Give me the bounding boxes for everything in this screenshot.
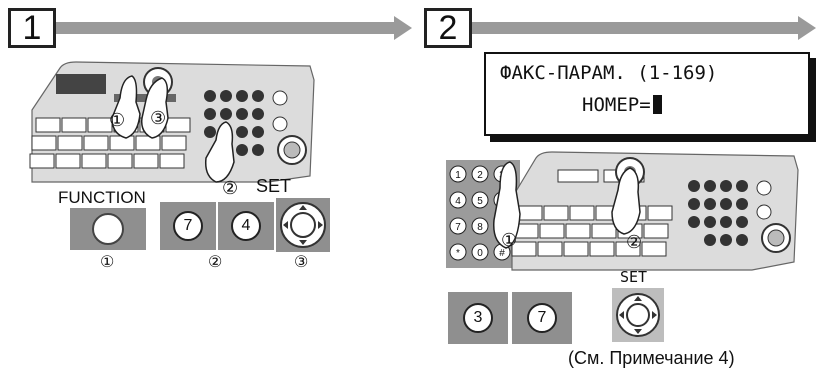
- keypad-key-label-7: 7: [455, 222, 461, 233]
- hand-on-keypad-icon: [493, 161, 521, 249]
- key-4-panel-left[interactable]: 4: [218, 202, 274, 250]
- set-label-right: SET: [620, 268, 648, 286]
- step-2-box: 2: [424, 8, 472, 48]
- key-4-left-label: 4: [241, 217, 251, 234]
- step-2-arrow-bar: [472, 22, 798, 34]
- lcd-cursor: [652, 95, 662, 114]
- keypad-key-label-8: 8: [477, 222, 483, 233]
- lcd-line-2: НОМЕР=: [582, 94, 662, 116]
- keypad-key-label-*: *: [456, 248, 460, 259]
- lcd-line-2-text: НОМЕР=: [582, 94, 651, 116]
- key-3-panel-right[interactable]: 3: [448, 292, 508, 344]
- callout-1-left: ①: [109, 110, 126, 130]
- callout-2-right: ②: [626, 232, 643, 252]
- note-reference: (См. Примечание 4): [568, 348, 735, 368]
- keypad-key-label-0: 0: [477, 248, 483, 259]
- keypad-key-2[interactable]: [471, 165, 489, 183]
- set-dial-panel-right[interactable]: [612, 288, 664, 342]
- lcd-display: ФАКС-ПАРАМ. (1-169) НОМЕР=: [484, 52, 810, 136]
- callout-3-left: ③: [150, 108, 167, 128]
- keypad-key-label-2: 2: [477, 170, 483, 181]
- function-button[interactable]: [92, 213, 124, 245]
- callout-2-left: ②: [222, 178, 239, 198]
- key-7-left-label: 7: [183, 217, 193, 234]
- under-keys-callout: ②: [208, 254, 223, 271]
- control-panel-illustration-right: [511, 151, 799, 271]
- set-dial-left-icon: [280, 202, 326, 248]
- keypad-key-5[interactable]: [471, 191, 489, 209]
- keypad-key-label-1: 1: [455, 170, 461, 181]
- key-7-left[interactable]: 7: [173, 211, 203, 241]
- step-1-arrow-bar: [56, 22, 394, 34]
- keypad-key-label-4: 4: [455, 196, 461, 207]
- key-4-left[interactable]: 4: [231, 211, 261, 241]
- keypad-key-0[interactable]: [471, 243, 489, 261]
- keypad-key-label-#: #: [499, 248, 505, 259]
- step-1-box: 1: [8, 8, 56, 48]
- lcd-line-1: ФАКС-ПАРАМ. (1-169): [500, 62, 718, 84]
- step-2-arrow-head: [798, 16, 816, 40]
- function-button-panel[interactable]: [70, 208, 146, 250]
- keypad-key-*[interactable]: [449, 243, 467, 261]
- key-3-right-label: 3: [473, 309, 483, 326]
- callout-1-right: ①: [501, 230, 518, 250]
- set-label-left: SET: [256, 176, 292, 196]
- keypad-key-4[interactable]: [449, 191, 467, 209]
- set-dial-right-icon: [616, 293, 660, 337]
- step-2-number: 2: [438, 9, 458, 47]
- step-1-number: 1: [22, 9, 42, 47]
- key-7-right[interactable]: 7: [527, 303, 557, 333]
- under-function-callout: ①: [100, 254, 115, 271]
- step-1-arrow-head: [394, 16, 412, 40]
- under-set-callout: ③: [294, 254, 309, 271]
- key-7-right-label: 7: [537, 309, 547, 326]
- keypad-key-label-5: 5: [477, 196, 483, 207]
- keypad-key-1[interactable]: [449, 165, 467, 183]
- set-dial-panel-left[interactable]: [276, 198, 330, 252]
- control-panel-illustration-left: [29, 61, 315, 183]
- key-7-panel-right[interactable]: 7: [512, 292, 572, 344]
- keypad-key-7[interactable]: [449, 217, 467, 235]
- key-7-panel-left[interactable]: 7: [160, 202, 216, 250]
- keypad-key-8[interactable]: [471, 217, 489, 235]
- key-3-right[interactable]: 3: [463, 303, 493, 333]
- function-label: FUNCTION: [58, 188, 146, 207]
